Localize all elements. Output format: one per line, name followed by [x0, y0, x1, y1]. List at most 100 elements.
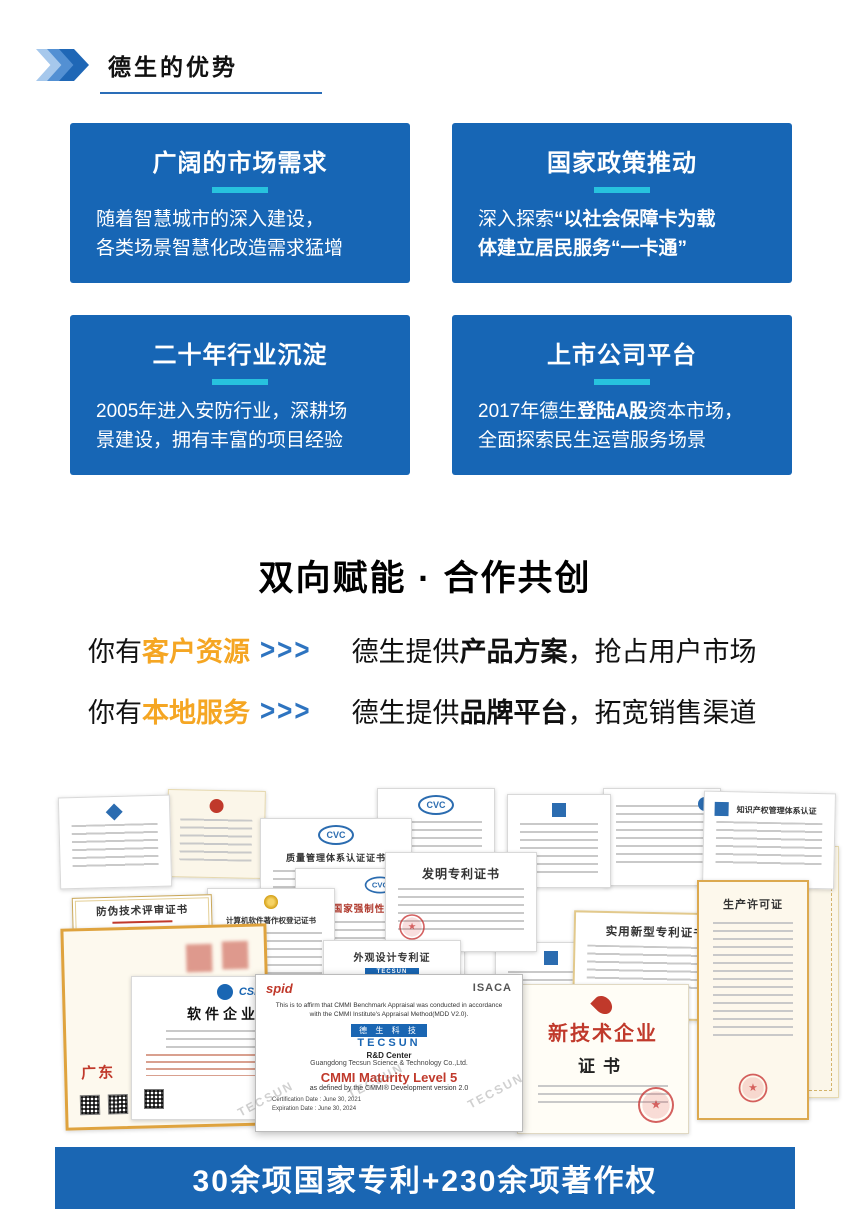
card-text: 随着智慧城市的深入建设， — [96, 209, 325, 230]
certification-date: Certification Date : June 30, 2021 — [272, 1097, 362, 1104]
text-lines — [616, 805, 708, 865]
certificate-title: 防伪技术评审证书 — [95, 903, 189, 919]
tecsun-logo-cn: 德 生 科 技 — [351, 1024, 427, 1038]
card-text: 体建立居民服务“一卡通” — [478, 238, 688, 259]
card-text: 景建设，拥有丰富的项目经验 — [96, 430, 344, 451]
qr-code — [107, 1094, 129, 1115]
certificate-title: 发明专利证书 — [421, 867, 500, 881]
qr-code — [79, 1094, 101, 1116]
tecsun-logo-en: TECSUN — [357, 1037, 421, 1050]
card-title: 广阔的市场需求 — [152, 150, 328, 177]
text-lines — [179, 818, 253, 862]
cvc-logo: CVC — [418, 795, 454, 815]
card-title: 上市公司平台 — [547, 342, 697, 369]
red-rule — [112, 920, 173, 924]
csee-logo-icon — [216, 984, 233, 1000]
patents-banner-text: 30余项国家专利+230余项著作权 — [192, 1165, 658, 1198]
card-text: 2005年进入安防行业，深耕场 — [96, 401, 348, 422]
certificate-decorative-1 — [57, 794, 173, 890]
section-header: 德生的优势 — [36, 48, 238, 82]
benefit-row-local-service: 你有本地服务 >>> 德生提供品牌平台，拓宽销售渠道 — [88, 691, 788, 730]
square-logo-icon — [544, 951, 558, 965]
advantage-card-listed-company: 上市公司平台 2017年德生登陆A股资本市场， 全面探索民生运营服务场景 — [452, 315, 792, 475]
benefit-desc: 德生提供品牌平台，拓宽销售渠道 — [352, 691, 757, 730]
page-title: 德生的优势 — [108, 54, 238, 80]
certificate-title: 生产许可证 — [723, 899, 783, 911]
national-emblem-icon — [264, 895, 278, 909]
certificate-subtitle: 证书 — [578, 1057, 628, 1076]
card-text: 2017年德生 — [478, 401, 578, 422]
benefit-bold: 品牌平台 — [459, 698, 568, 728]
benefit-left: 你有客户资源 — [88, 630, 260, 669]
benefit-prefix: 你有 — [88, 637, 142, 667]
benefit-lead: 德生提供 — [351, 698, 460, 728]
cvc-logo: CVC — [318, 825, 354, 845]
benefit-left: 你有本地服务 — [88, 691, 260, 730]
red-seal — [399, 914, 425, 940]
certificate-ip-management: 知识产权管理体系认证 — [702, 790, 836, 890]
certificate-invention-patent: 发明专利证书 — [385, 852, 537, 952]
certificate-title: 计算机软件著作权登记证书 — [226, 916, 316, 925]
certificate-decorative-2 — [166, 788, 266, 880]
card-accent-bar — [594, 379, 650, 385]
text-lines — [713, 922, 793, 1042]
card-title: 国家政策推动 — [547, 150, 697, 177]
card-body: 随着智慧城市的深入建设， 各类场景智慧化改造需求猛增 — [70, 205, 410, 263]
qr-code — [144, 1089, 164, 1109]
text-lines — [715, 820, 823, 868]
advantage-card-market-demand: 广阔的市场需求 随着智慧城市的深入建设， 各类场景智慧化改造需求猛增 — [70, 123, 410, 283]
cmmi-sub-text: as defined by the CMMI® Development vers… — [309, 1085, 469, 1093]
benefit-lead: 德生提供 — [351, 637, 460, 667]
diamond-logo-icon — [105, 803, 123, 821]
benefit-desc: 德生提供产品方案，抢占用户市场 — [352, 630, 757, 669]
certificate-cmmi: spid ISACA This is to affirm that CMMI B… — [255, 974, 523, 1132]
certificates-collage: CVC 知识产权管理体系认证 CVC 质量管理体系认证证书 CVC 中国国家强制… — [55, 788, 839, 1140]
round-logo-icon — [209, 798, 224, 814]
text-lines — [538, 1085, 668, 1107]
benefit-prefix: 你有 — [88, 698, 142, 728]
benefit-highlight: 本地服务 — [142, 698, 250, 728]
red-text-decoration — [185, 943, 213, 973]
card-accent-bar — [594, 187, 650, 193]
certificate-title: 新技术企业 — [548, 1023, 658, 1045]
cmmi-body-text: This is to affirm that CMMI Benchmark Ap… — [275, 1002, 503, 1019]
card-body: 2005年进入安防行业，深耕场 景建设，拥有丰富的项目经验 — [70, 397, 410, 455]
card-accent-bar — [212, 187, 268, 193]
card-accent-bar — [212, 379, 268, 385]
advantage-card-experience: 二十年行业沉淀 2005年进入安防行业，深耕场 景建设，拥有丰富的项目经验 — [70, 315, 410, 475]
card-text: 各类场景智慧化改造需求猛增 — [96, 238, 344, 259]
card-text: 资本市场， — [648, 401, 744, 422]
advantage-card-policy: 国家政策推动 深入探索“以社会保障卡为载 体建立居民服务“一卡通” — [452, 123, 792, 283]
square-logo-icon — [714, 801, 729, 817]
triple-arrow-icon: >>> — [260, 692, 312, 728]
benefit-highlight: 客户资源 — [142, 637, 250, 667]
benefit-rest: ，抢占用户市场 — [567, 637, 757, 667]
card-text: “以社会保障卡为载 — [554, 209, 716, 230]
card-text: 深入探索 — [478, 209, 555, 230]
square-logo-icon — [552, 803, 566, 817]
card-body: 2017年德生登陆A股资本市场， 全面探索民生运营服务场景 — [452, 397, 792, 455]
cmmi-dates: Certification Date : June 30, 2021 Expir… — [272, 1096, 522, 1114]
certificate-production-license: 生产许可证 — [697, 880, 809, 1120]
chevrons-icon — [36, 49, 96, 81]
header-underline — [100, 92, 322, 94]
red-text-decoration — [221, 940, 249, 970]
flame-logo-icon — [590, 992, 616, 1018]
card-text: 全面探索民生运营服务场景 — [478, 430, 707, 451]
tecsun-logo: TECSUN — [365, 968, 419, 976]
red-seal — [638, 1087, 674, 1123]
triple-arrow-icon: >>> — [260, 631, 312, 667]
text-lines — [71, 822, 159, 872]
certificate-title: 中国国家强制性产品认证证书 — [311, 904, 449, 915]
guangdong-label: 广东 — [80, 1064, 116, 1083]
red-seal — [738, 1073, 768, 1103]
card-title: 二十年行业沉淀 — [152, 342, 328, 369]
expiration-date: Expiration Date : June 30, 2024 — [272, 1106, 357, 1113]
cmmi-level: CMMI Maturity Level 5 — [320, 1070, 458, 1086]
benefit-row-customer-resources: 你有客户资源 >>> 德生提供产品方案，抢占用户市场 — [88, 630, 788, 669]
patents-banner: 30余项国家专利+230余项著作权 — [55, 1147, 795, 1209]
benefit-rest: ，拓宽销售渠道 — [567, 698, 757, 728]
card-body: 深入探索“以社会保障卡为载 体建立居民服务“一卡通” — [452, 205, 792, 263]
spid-logo: spid — [266, 981, 293, 996]
rd-center-label: R&D Center — [366, 1051, 412, 1061]
